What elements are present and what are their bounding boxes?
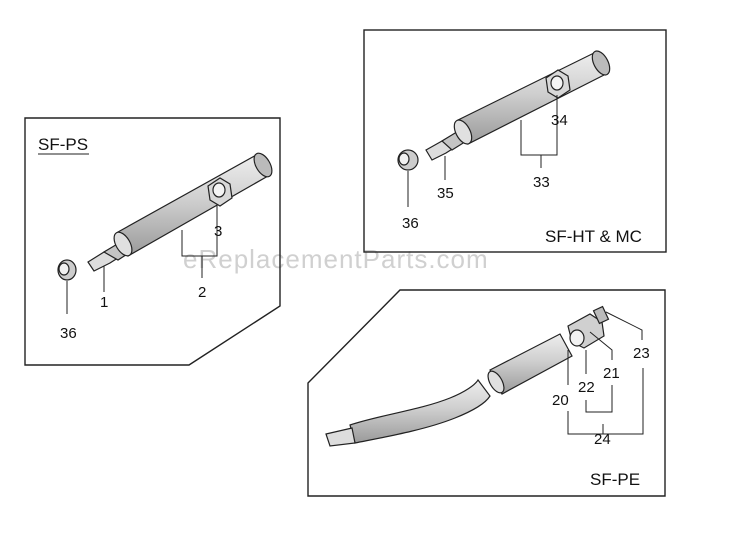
label-20: 20 [552,392,569,409]
tube-end-left [453,119,473,145]
label-34: 34 [551,112,568,129]
label-36-b: 36 [402,215,419,232]
shaft-tube [457,51,607,145]
watermark-text: eReplacementParts.com [183,244,489,274]
label-23: 23 [633,345,650,362]
panel-sf-pe: SF-PE 23 21 22 20 24 [307,289,666,497]
label-24: 24 [594,431,611,448]
shaft-tip [325,427,356,447]
label-33: 33 [533,174,550,191]
panel-sf-ht-mc-title: SF-HT & MC [545,227,642,246]
shaft-tube [117,153,269,257]
leader-33 [520,95,558,156]
washer-inner [398,152,410,166]
shaft-assembly-sf-pe [325,305,610,447]
label-21: 21 [603,365,620,382]
panel-sf-ht-mc: SF-HT & MC 34 33 35 36 [363,29,667,253]
leader-21 [589,331,613,360]
shaft-assembly-sf-ps [87,152,273,272]
shaft-assembly-sf-ht-mc [425,50,611,161]
tube-end-left [113,231,133,257]
upper-tube-end-left [487,370,505,394]
leader-2 [181,208,218,257]
coupling-tip [592,305,610,325]
label-36-a: 36 [60,325,77,342]
panel-sf-ps: SF-PS 1 2 3 36 [24,117,281,366]
washer-sf-ps [57,259,77,281]
label-1: 1 [100,294,108,311]
clamp-nut-face [550,75,564,91]
label-22: 22 [578,379,595,396]
clamp-nut-face [212,182,226,198]
bent-shaft [349,378,491,444]
tube-end-right [591,50,611,76]
panel-sf-pe-border [307,289,666,497]
panel-sf-ps-border [24,117,281,366]
label-35: 35 [437,185,454,202]
washer-sf-ht-mc [397,149,419,171]
leader-23 [605,311,643,340]
label-3: 3 [214,223,222,240]
panel-sf-ht-mc-border [363,29,667,253]
panel-sf-ps-title: SF-PS [38,135,88,154]
coupling-face [569,329,585,347]
tube-end-right [253,152,273,178]
washer-inner [58,262,70,276]
leader-24 [567,368,644,435]
leader-24-inner [585,385,613,413]
panel-sf-pe-title: SF-PE [590,470,640,489]
label-2: 2 [198,284,206,301]
